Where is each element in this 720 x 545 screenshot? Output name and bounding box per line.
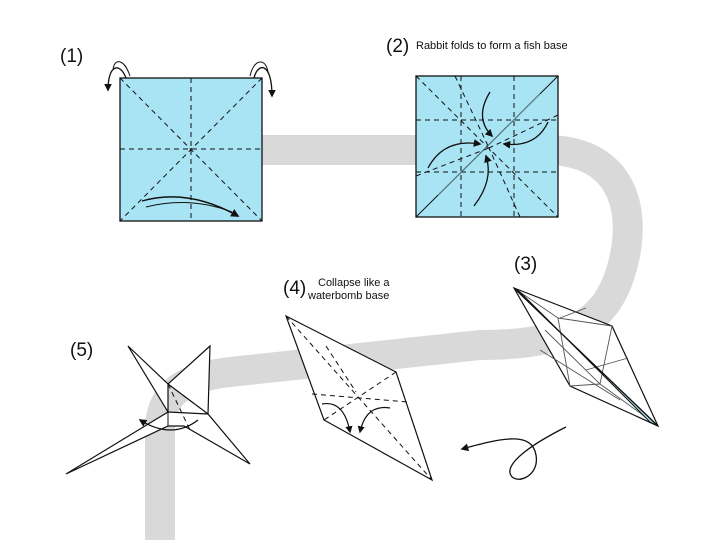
fold-arrow-icon bbox=[481, 91, 494, 138]
turn-over-loop-icon bbox=[460, 426, 567, 480]
step-1-number: (1) bbox=[60, 46, 84, 67]
turn-over-arrow-icon bbox=[104, 67, 127, 92]
fold-arrow-icon bbox=[138, 419, 199, 431]
step-4-diamond bbox=[284, 314, 434, 482]
step-2-square bbox=[415, 75, 559, 218]
step-1-square bbox=[104, 61, 276, 222]
step-4-caption-line-2: waterbomb base bbox=[308, 290, 390, 302]
fold-arrow-icon bbox=[502, 121, 549, 149]
step-3-fish-base bbox=[460, 286, 660, 480]
step-3-number: (3) bbox=[514, 254, 538, 275]
fold-arrow-icon bbox=[427, 139, 482, 169]
step-4-caption-line-1: Collapse like a bbox=[318, 277, 390, 289]
fold-arrow-icon bbox=[473, 154, 492, 207]
step-4-number: (4) bbox=[283, 278, 307, 299]
turn-over-arrow-icon bbox=[253, 67, 276, 98]
step-2-caption: Rabbit folds to form a fish base bbox=[416, 40, 568, 52]
step-5-number: (5) bbox=[70, 340, 94, 361]
fold-arrow-icon bbox=[357, 406, 391, 434]
fold-arrow-icon bbox=[321, 402, 353, 434]
step-5-bird bbox=[65, 344, 251, 475]
step-2-number: (2) bbox=[386, 36, 410, 57]
